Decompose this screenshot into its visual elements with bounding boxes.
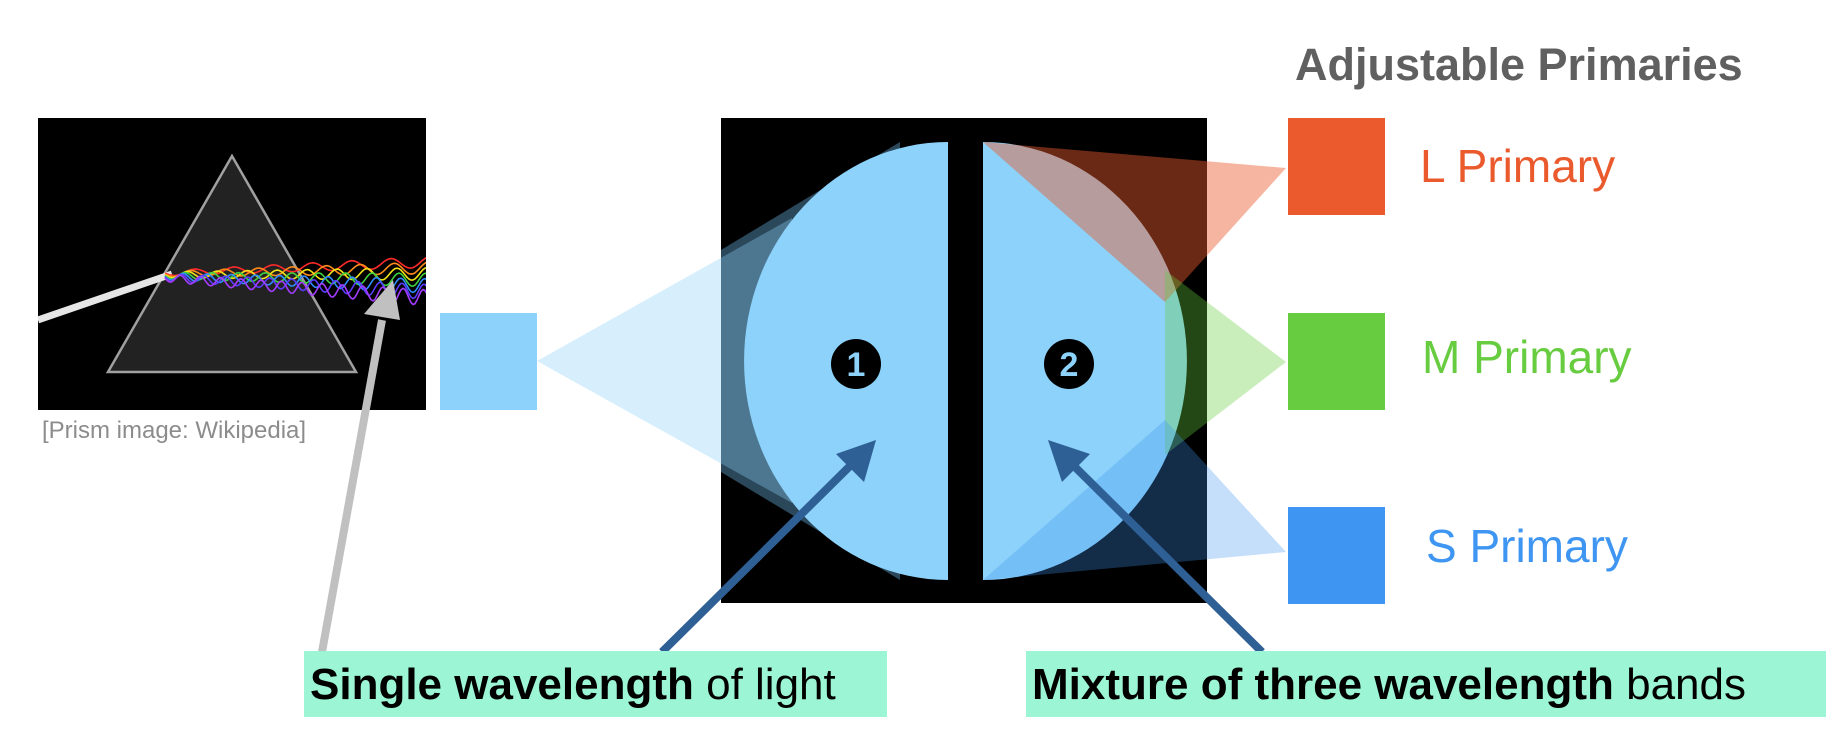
s-primary-beam <box>983 420 1286 580</box>
primaries-title: Adjustable Primaries <box>1295 39 1743 90</box>
l-primary-swatch <box>1288 118 1385 215</box>
l-primary-beam <box>983 142 1286 302</box>
mixture-caption-background <box>1026 651 1826 717</box>
single-wavelength-caption: Single wavelength of light <box>310 660 836 709</box>
l-primary-label: L Primary <box>1420 140 1615 192</box>
single-wavelength-caption-bold: Single wavelength <box>310 660 694 709</box>
mixture-caption-bold: Mixture of three wavelength <box>1032 660 1614 709</box>
single-wavelength-caption-rest: of light <box>694 660 836 709</box>
test-light-beam <box>537 218 792 503</box>
m-primary-label: M Primary <box>1422 331 1632 383</box>
spectrum-waves <box>164 256 426 306</box>
prism-triangle <box>105 153 359 374</box>
mixture-caption-rest: bands <box>1614 660 1746 709</box>
single-wavelength-arrow-shaft <box>318 319 386 653</box>
field-marker-2-label: 2 <box>1060 346 1079 384</box>
test-color-swatch <box>440 313 537 410</box>
spectrum-wave <box>164 271 426 288</box>
field-marker-1-label: 1 <box>847 346 866 384</box>
field-marker-1: 1 <box>831 339 881 389</box>
single-wavelength-arrow-head <box>364 280 400 320</box>
single-wavelength-field-arrow <box>659 440 876 655</box>
single-wavelength-caption-background <box>304 651 887 717</box>
m-primary-swatch <box>1288 313 1385 410</box>
prism-image <box>38 118 426 410</box>
m-primary-beam <box>1165 270 1286 455</box>
prism-credit: [Prism image: Wikipedia] <box>42 417 306 444</box>
spectrum-wave <box>164 274 426 306</box>
s-primary-swatch <box>1288 507 1385 604</box>
mixture-field-arrow <box>1048 440 1265 655</box>
mixture-caption: Mixture of three wavelength bands <box>1032 660 1746 709</box>
field-marker-2: 2 <box>1044 339 1094 389</box>
white-light-beam <box>38 270 174 324</box>
s-primary-label: S Primary <box>1426 520 1628 572</box>
